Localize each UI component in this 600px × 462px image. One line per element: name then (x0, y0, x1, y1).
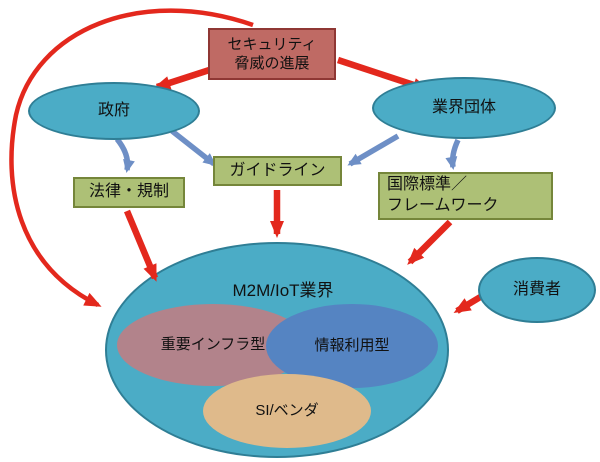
arrow-government-to-guidelines (170, 128, 217, 167)
arrow-standards-to-m2m (407, 219, 453, 265)
node-industry: 業界団体 (372, 77, 556, 139)
node-consumer: 消費者 (478, 257, 596, 323)
node-standards: 国際標準／ フレームワーク (378, 172, 553, 220)
node-government: 政府 (28, 82, 200, 140)
arrow-consumer-to-m2m (453, 293, 484, 314)
node-threat: セキュリティ 脅威の進展 (208, 28, 336, 80)
node-m2m-iot-label: M2M/IoT業界 (232, 281, 334, 300)
node-si-vendor: SI/ベンダ (203, 374, 371, 448)
node-laws: 法律・規制 (73, 177, 185, 208)
arrow-government-to-laws (114, 137, 135, 173)
arrow-laws-to-m2m (124, 209, 158, 282)
arrow-industry-to-guidelines (347, 133, 400, 167)
arrow-industry-to-standards (445, 138, 461, 170)
node-guidelines: ガイドライン (213, 156, 342, 186)
arrow-threat-to-m2m-curved (9, 8, 254, 308)
